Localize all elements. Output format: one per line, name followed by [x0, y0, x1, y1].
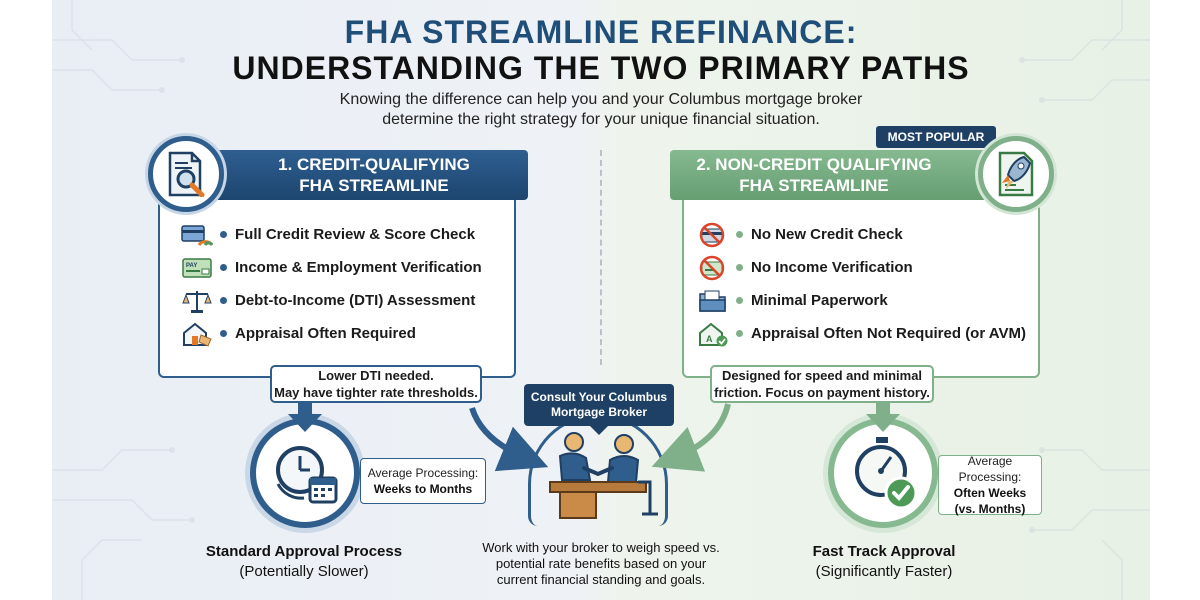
feature-label: No Income Verification	[751, 259, 913, 276]
folder-icon	[696, 288, 730, 314]
feature-label: Minimal Paperwork	[751, 292, 888, 309]
handshake-broker-icon	[549, 432, 658, 519]
title-line-1: FHA STREAMLINE REFINANCE:	[344, 14, 858, 50]
bubble-line-1: Consult Your Columbus	[530, 390, 668, 404]
bubble-line-2: Mortgage Broker	[550, 405, 648, 419]
bullet-dot	[736, 330, 743, 337]
broker-text-line-2: potential rate benefits based on your	[495, 556, 707, 571]
circuit-background	[52, 0, 1150, 600]
note-line-2: May have tighter rate thresholds.	[274, 385, 478, 400]
bullet-dot	[736, 297, 743, 304]
feature-no-credit-check: No New Credit Check	[696, 218, 1026, 251]
non-credit-qualifying-note: Designed for speed and minimal friction.…	[710, 365, 934, 403]
note-line-2: friction. Focus on payment history.	[714, 385, 930, 400]
processing-value-line-2: (vs. Months)	[954, 502, 1026, 516]
house-check-icon: A	[696, 321, 730, 347]
non-credit-qualifying-panel	[682, 195, 1040, 378]
most-popular-badge: MOST POPULAR	[876, 126, 996, 148]
feature-appraisal-required: Appraisal Often Required	[180, 317, 482, 350]
subtitle: Knowing the difference can help you and …	[252, 90, 950, 130]
processing-value-line-1: Often Weeks	[953, 486, 1027, 500]
credit-qualifying-banner: 1. CREDIT-QUALIFYING FHA STREAMLINE	[190, 150, 528, 200]
outcome-title: Standard Approval Process	[205, 543, 403, 560]
processing-label: Average Processing:	[958, 454, 1022, 484]
stopwatch-check-icon	[828, 418, 938, 528]
feature-label: Debt-to-Income (DTI) Assessment	[235, 292, 476, 309]
bullet-dot	[220, 264, 227, 271]
credit-processing-time: Average Processing: Weeks to Months	[360, 458, 486, 504]
rocket-document-icon	[978, 136, 1054, 212]
non-credit-processing-time: Average Processing: Often Weeks (vs. Mon…	[938, 454, 1042, 516]
subtitle-line-2: determine the right strategy for your un…	[382, 111, 820, 128]
feature-income-verification: PAY Income & Employment Verification	[180, 251, 482, 284]
bullet-dot	[220, 330, 227, 337]
feature-appraisal-not-required: A Appraisal Often Not Required (or AVM)	[696, 317, 1026, 350]
feature-full-credit-review: Full Credit Review & Score Check	[180, 218, 482, 251]
banner-title-line-1: 1. CREDIT-QUALIFYING	[278, 155, 470, 174]
center-divider	[600, 150, 602, 365]
bullet-dot	[220, 231, 227, 238]
outcome-subtitle: (Potentially Slower)	[239, 563, 369, 580]
feature-dti-assessment: Debt-to-Income (DTI) Assessment	[180, 284, 482, 317]
note-line-1: Designed for speed and minimal	[721, 368, 923, 383]
clock-calendar-icon	[250, 418, 360, 528]
outcome-subtitle: (Significantly Faster)	[815, 563, 953, 580]
processing-value: Weeks to Months	[373, 482, 473, 496]
credit-qualifying-panel	[158, 195, 516, 378]
banner-title-line-2: FHA STREAMLINE	[299, 176, 449, 195]
subtitle-line-1: Knowing the difference can help you and …	[339, 91, 863, 108]
paycheck-icon: PAY	[180, 255, 214, 281]
credit-card-gauge-icon	[180, 222, 214, 248]
feature-label: No New Credit Check	[751, 226, 903, 243]
feature-label: Full Credit Review & Score Check	[235, 226, 476, 243]
feature-label: Appraisal Often Not Required (or AVM)	[751, 325, 1027, 342]
feature-minimal-paperwork: Minimal Paperwork	[696, 284, 1026, 317]
bullet-dot	[736, 231, 743, 238]
no-paycheck-icon	[696, 255, 730, 281]
non-credit-qualifying-banner: 2. NON-CREDIT QUALIFYING FHA STREAMLINE	[670, 150, 988, 200]
svg-text:PAY: PAY	[186, 263, 197, 269]
broker-text-line-3: current financial standing and goals.	[496, 572, 706, 587]
feature-label: Appraisal Often Required	[235, 325, 416, 342]
credit-qualifying-note: Lower DTI needed. May have tighter rate …	[270, 365, 482, 403]
broker-description: Work with your broker to weigh speed vs.…	[458, 540, 744, 588]
non-credit-qualifying-features: No New Credit Check No Income Verificati…	[696, 218, 1026, 350]
feature-label: Income & Employment Verification	[235, 259, 482, 276]
credit-outcome: Standard Approval Process (Potentially S…	[198, 542, 410, 582]
banner-title-line-1: 2. NON-CREDIT QUALIFYING	[696, 155, 932, 174]
infographic-canvas: FHA STREAMLINE REFINANCE: UNDERSTANDING …	[52, 0, 1150, 600]
scales-icon	[180, 288, 214, 314]
bullet-dot	[220, 297, 227, 304]
non-credit-outcome: Fast Track Approval (Significantly Faste…	[778, 542, 990, 582]
svg-text:A: A	[706, 334, 713, 344]
banner-title-line-2: FHA STREAMLINE	[739, 176, 889, 195]
broker-text-line-1: Work with your broker to weigh speed vs.	[482, 540, 720, 555]
feature-no-income-verification: No Income Verification	[696, 251, 1026, 284]
credit-qualifying-features: Full Credit Review & Score Check PAY Inc…	[180, 218, 482, 350]
title-line-2: UNDERSTANDING THE TWO PRIMARY PATHS	[232, 50, 970, 86]
note-line-1: Lower DTI needed.	[318, 368, 434, 383]
consult-broker-bubble: Consult Your Columbus Mortgage Broker	[524, 384, 674, 435]
outcome-title: Fast Track Approval	[812, 543, 956, 560]
no-credit-card-icon	[696, 222, 730, 248]
processing-label: Average Processing:	[367, 466, 479, 480]
house-tag-icon	[180, 321, 214, 347]
bullet-dot	[736, 264, 743, 271]
magnifier-document-icon	[148, 136, 224, 212]
